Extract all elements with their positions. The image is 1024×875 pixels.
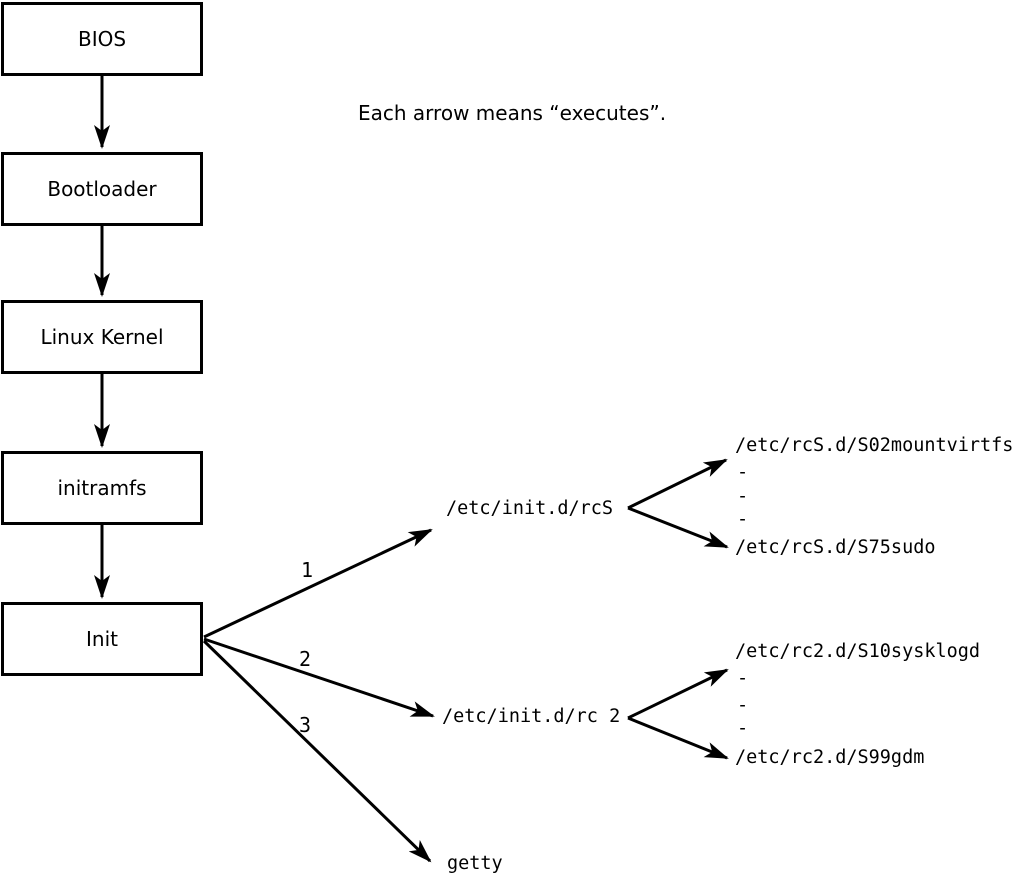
arrow-init-to-getty [202, 639, 432, 863]
box-linux-kernel: Linux Kernel [1, 300, 203, 374]
box-init: Init [1, 602, 203, 676]
arrow-init-to-rc2 [203, 637, 435, 718]
arrow-rcs-to-s02 [627, 458, 728, 510]
rcs-ellipsis-dash: - [737, 508, 749, 530]
label-getty: getty [447, 852, 503, 874]
arrow-init-to-rcs [203, 528, 433, 639]
box-bios-label: BIOS [77, 27, 127, 51]
arrow-rcs-to-s75 [627, 506, 729, 549]
branch-1-number: 1 [301, 558, 314, 582]
box-bootloader: Bootloader [1, 152, 203, 226]
box-linux-kernel-label: Linux Kernel [40, 325, 164, 349]
rc2-ellipsis-dash: - [737, 717, 749, 739]
box-bios: BIOS [1, 2, 203, 76]
label-rc2-d-s10sysklogd: /etc/rc2.d/S10sysklogd [735, 640, 981, 662]
arrow-rc2-to-s99 [627, 716, 729, 760]
branch-3-number: 3 [299, 713, 312, 737]
label-etc-init-d-rc2: /etc/init.d/rc 2 [442, 705, 621, 727]
legend-note: Each arrow means “executes”. [358, 101, 667, 125]
arrow-rc2-to-s10 [627, 668, 729, 720]
branch-2-number: 2 [299, 647, 312, 671]
rc2-ellipsis-dash: - [737, 667, 749, 689]
label-rcs-d-s75sudo: /etc/rcS.d/S75sudo [735, 536, 936, 558]
label-etc-init-d-rcs: /etc/init.d/rcS [446, 497, 614, 519]
box-bootloader-label: Bootloader [47, 177, 157, 201]
box-initramfs: initramfs [1, 451, 203, 525]
rcs-ellipsis-dash: - [737, 485, 749, 507]
rc2-ellipsis-dash: - [737, 694, 749, 716]
box-initramfs-label: initramfs [57, 476, 147, 500]
label-rc2-d-s99gdm: /etc/rc2.d/S99gdm [735, 746, 925, 768]
rcs-ellipsis-dash: - [737, 461, 749, 483]
label-rcs-d-s02mountvirtfs: /etc/rcS.d/S02mountvirtfs [735, 434, 1014, 456]
box-init-label: Init [86, 627, 118, 651]
